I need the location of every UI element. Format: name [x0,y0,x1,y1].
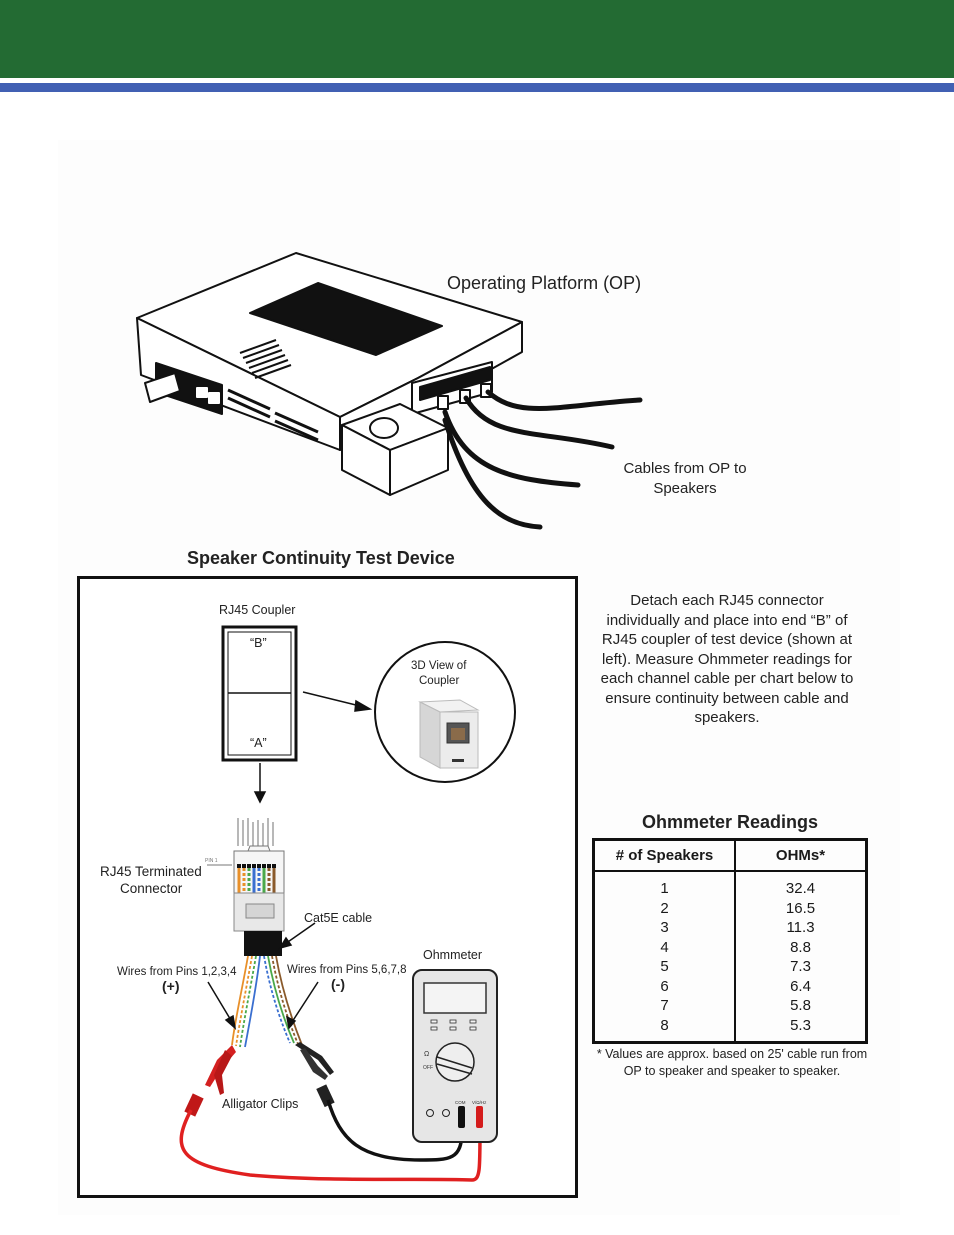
op-plug [144,372,181,403]
op-audio-jack [437,395,449,410]
ohms-cell: 16.5 [785,899,816,917]
ohms-cell: 7.3 [790,958,811,975]
coupler-label: RJ45 Coupler [219,603,296,617]
cat5e-cable-label: Cat5E cable [304,911,373,925]
header-stripe [0,83,954,92]
ohmmeter-buttons [430,1019,477,1031]
ohms-cell: 11.3 [786,919,815,936]
ohms-cell: 6.4 [790,977,811,995]
cat5e-arrow [278,922,316,950]
plus-symbol: (+) [162,978,180,994]
cable-d [485,389,643,411]
speakers-cell: 5 [593,957,736,977]
connector-label-line2: Connector [120,881,183,896]
meter-com-label: COM [455,1100,466,1105]
op-front-box-front [389,427,449,496]
op-front-knob [369,417,399,439]
op-audio-label [419,366,491,401]
red-test-lead [179,1109,482,1182]
op-device [136,252,523,496]
op-label-plate [249,282,443,356]
coupler-3d-image [418,699,480,769]
coupler-3d-label-line2: Coupler [419,675,460,687]
ohms-cell: 5.3 [790,1016,811,1034]
ohmmeter-readings-title: Ohmmeter Readings [641,812,819,832]
coupler-3d-label-line1: 3D View of [411,660,467,672]
ohmmeter-display [423,982,487,1014]
coupler-end-b: “B” [250,636,267,650]
op-vent-slots [239,339,292,379]
rj45-coupler-diagram [221,625,298,762]
wires-plus-label: Wires from Pins 1,2,3,4 [117,966,237,978]
rj45-connector-image [207,818,285,932]
cable-b [442,409,581,488]
cat5e-jacket [244,931,282,956]
wire-pointers [207,981,319,1030]
test-device-title: Speaker Continuity Test Device [187,548,455,568]
speakers-cell: 4 [593,937,736,957]
speakers-cell: 8 [593,1015,736,1043]
ohms-cell: 5.8 [790,997,811,1014]
ohmmeter-label: Ohmmeter [423,948,483,962]
ohms-cell: 32.4 [785,880,816,897]
op-cables [442,389,643,530]
arrow-to-connector [253,763,267,804]
cable-c [463,395,615,450]
connector-label-line1: RJ45 Terminated [100,864,202,879]
wires-minus-label: Wires from Pins 5,6,7,8 [287,964,407,976]
ohmmeter-device [412,969,498,1143]
ohmmeter-jack [442,1109,450,1117]
op-data-jack [196,387,208,398]
alligator-clips-label: Alligator Clips [222,1097,299,1111]
instructions-text: Detach each RJ45 connector individually … [600,592,854,726]
minus-symbol: (-) [331,976,345,992]
arrow-to-3d-view [302,691,373,712]
meter-v-label: V/Ω/Hz [472,1100,487,1105]
ohmmeter-footnote: * Values are approx. based on 25' cable … [596,1047,868,1078]
column-header-ohms: OHMs* [735,839,867,872]
speakers-cell: 2 [593,898,736,918]
ohms-cell: 8.8 [790,938,811,956]
ohmmeter-jack [426,1109,434,1117]
table-header-row: # of Speakers OHMs* [593,839,867,872]
operating-platform-illustration [136,252,643,530]
pin1-label: PIN 1 [205,858,218,864]
op-side-slots [227,388,319,442]
op-title: Operating Platform (OP) [447,273,642,293]
meter-dial-off-label: OFF [423,1065,433,1071]
cables-label: Cables from OP to Speakers [623,460,747,497]
ohmmeter-v-plug [476,1106,483,1128]
speakers-cell: 6 [593,976,736,996]
column-header-speakers: # of Speakers [593,839,736,872]
connector-wires [237,868,276,893]
fanned-wires [231,955,303,1048]
header-band [0,0,954,78]
speakers-cell: 1 [593,871,736,899]
ohmmeter-com-plug [458,1106,465,1128]
coupler-end-a: “A” [250,736,267,750]
meter-dial-ohm-label: Ω [424,1051,430,1058]
op-data-jack [208,392,220,404]
black-alligator-clip [295,1042,335,1108]
black-test-lead [326,1099,464,1162]
pin-color-labels [237,818,274,846]
cable-a [442,417,543,530]
speakers-cell: 7 [593,996,736,1016]
speakers-cell: 3 [593,918,736,938]
